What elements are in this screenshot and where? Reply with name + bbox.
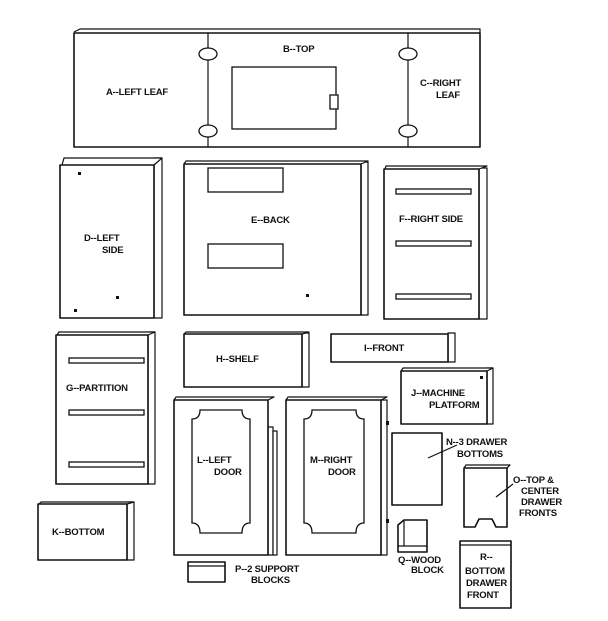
label-f-right-side: F--RIGHT SIDE — [399, 214, 463, 225]
part-q-wood-block — [397, 519, 428, 553]
label-h-shelf: H--SHELF — [216, 354, 259, 365]
part-i-front — [330, 332, 456, 363]
part-j-machine-platform — [400, 367, 494, 425]
part-e-back — [183, 160, 369, 316]
label-a-left-leaf: A--LEFT LEAF — [106, 87, 168, 98]
label-g-partition: G--PARTITION — [66, 383, 128, 394]
part-r-bottom-drawer-front — [459, 540, 512, 609]
part-l-left-door — [173, 396, 278, 556]
part-h-shelf — [183, 331, 310, 388]
part-p-support-blocks — [187, 561, 226, 583]
label-b-top: B--TOP — [283, 44, 315, 55]
part-m-right-door — [285, 396, 389, 556]
label-i-front: I--FRONT — [364, 343, 404, 354]
part-d-left-side — [59, 157, 163, 319]
part-g-partition — [55, 331, 156, 485]
panel-top-assembly — [73, 28, 481, 148]
label-k-bottom: K--BOTTOM — [52, 527, 105, 538]
part-n-drawer-bottoms — [391, 432, 458, 506]
part-f-right-side — [383, 165, 488, 320]
part-k-bottom — [37, 501, 135, 561]
label-e-back: E--BACK — [251, 215, 290, 226]
part-o-drawer-fronts — [463, 464, 514, 528]
